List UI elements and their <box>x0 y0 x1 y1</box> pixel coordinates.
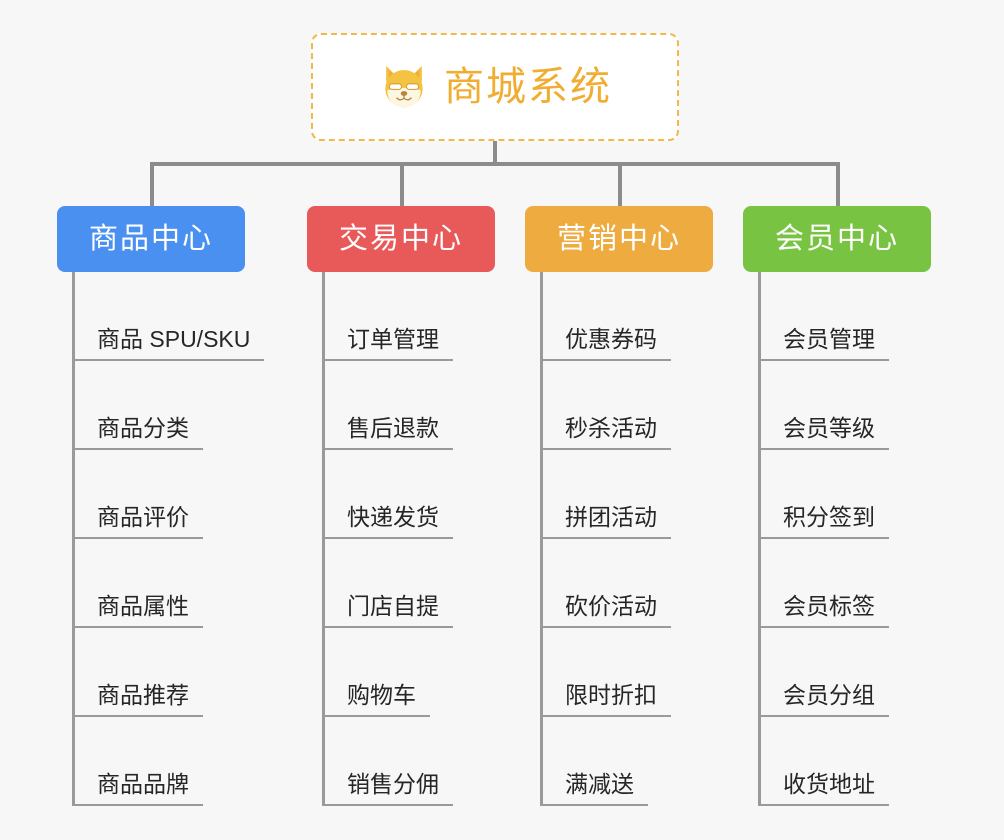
leaf-label: 快递发货 <box>325 504 453 539</box>
leaf-label: 商品评价 <box>75 504 203 539</box>
list-item[interactable]: 销售分佣 <box>325 717 495 806</box>
category-label: 商品中心 <box>88 222 213 255</box>
list-item[interactable]: 优惠券码 <box>543 272 713 361</box>
leaf-list-marketing-center: 优惠券码 秒杀活动 拼团活动 砍价活动 限时折扣 满减送 <box>540 272 713 806</box>
leaf-label: 会员管理 <box>761 326 889 361</box>
list-item[interactable]: 快递发货 <box>325 450 495 539</box>
leaf-label: 商品属性 <box>75 593 203 628</box>
leaf-label: 商品推荐 <box>75 682 203 717</box>
list-item[interactable]: 门店自提 <box>325 539 495 628</box>
leaf-label: 砍价活动 <box>543 593 671 628</box>
category-box-product-center[interactable]: 商品中心 <box>57 206 245 272</box>
leaf-label: 优惠券码 <box>543 326 671 361</box>
root-title: 商城系统 <box>444 65 612 109</box>
list-item[interactable]: 订单管理 <box>325 272 495 361</box>
connector-drop-marketing-center <box>618 162 622 208</box>
root-node: 商城系统 <box>311 33 679 141</box>
leaf-label: 商品品牌 <box>75 771 203 806</box>
leaf-label: 订单管理 <box>325 326 453 361</box>
list-item[interactable]: 商品属性 <box>75 539 245 628</box>
leaf-label: 满减送 <box>543 771 648 806</box>
connector-drop-product-center <box>150 162 154 208</box>
category-box-member-center[interactable]: 会员中心 <box>743 206 931 272</box>
list-item[interactable]: 砍价活动 <box>543 539 713 628</box>
leaf-list-product-center: 商品 SPU/SKU 商品分类 商品评价 商品属性 商品推荐 商品品牌 <box>72 272 265 806</box>
leaf-label: 商品分类 <box>75 415 203 450</box>
leaf-label: 购物车 <box>325 682 430 717</box>
leaf-label: 收货地址 <box>761 771 889 806</box>
list-item[interactable]: 会员分组 <box>761 628 931 717</box>
category-label: 营销中心 <box>556 222 681 255</box>
list-item[interactable]: 商品 SPU/SKU <box>75 272 265 361</box>
list-item[interactable]: 会员标签 <box>761 539 931 628</box>
column-trade-center: 交易中心 订单管理 售后退款 快递发货 门店自提 购物车 销售分佣 <box>307 206 495 806</box>
leaf-label: 会员标签 <box>761 593 889 628</box>
column-member-center: 会员中心 会员管理 会员等级 积分签到 会员标签 会员分组 收货地址 <box>743 206 931 806</box>
column-product-center: 商品中心 商品 SPU/SKU 商品分类 商品评价 商品属性 商品推荐 商品品牌 <box>57 206 265 806</box>
list-item[interactable]: 商品评价 <box>75 450 245 539</box>
leaf-label: 拼团活动 <box>543 504 671 539</box>
list-item[interactable]: 商品分类 <box>75 361 245 450</box>
list-item[interactable]: 商品推荐 <box>75 628 245 717</box>
shiba-dog-icon <box>378 61 430 113</box>
leaf-label: 会员等级 <box>761 415 889 450</box>
category-box-marketing-center[interactable]: 营销中心 <box>525 206 713 272</box>
leaf-label: 积分签到 <box>761 504 889 539</box>
list-item[interactable]: 拼团活动 <box>543 450 713 539</box>
connector-drop-member-center <box>836 162 840 208</box>
leaf-label: 售后退款 <box>325 415 453 450</box>
list-item[interactable]: 收货地址 <box>761 717 931 806</box>
list-item[interactable]: 会员管理 <box>761 272 931 361</box>
leaf-label: 门店自提 <box>325 593 453 628</box>
category-box-trade-center[interactable]: 交易中心 <box>307 206 495 272</box>
list-item[interactable]: 限时折扣 <box>543 628 713 717</box>
leaf-label: 秒杀活动 <box>543 415 671 450</box>
leaf-list-trade-center: 订单管理 售后退款 快递发货 门店自提 购物车 销售分佣 <box>322 272 495 806</box>
category-label: 会员中心 <box>774 222 899 255</box>
connector-horizontal-bus <box>150 162 840 166</box>
list-item[interactable]: 商品品牌 <box>75 717 245 806</box>
leaf-label: 销售分佣 <box>325 771 453 806</box>
list-item[interactable]: 满减送 <box>543 717 713 806</box>
column-marketing-center: 营销中心 优惠券码 秒杀活动 拼团活动 砍价活动 限时折扣 满减送 <box>525 206 713 806</box>
list-item[interactable]: 售后退款 <box>325 361 495 450</box>
leaf-label: 会员分组 <box>761 682 889 717</box>
leaf-label: 限时折扣 <box>543 682 671 717</box>
list-item[interactable]: 秒杀活动 <box>543 361 713 450</box>
category-label: 交易中心 <box>338 222 463 255</box>
list-item[interactable]: 积分签到 <box>761 450 931 539</box>
leaf-label: 商品 SPU/SKU <box>75 326 265 361</box>
connector-drop-trade-center <box>400 162 404 208</box>
connector-root-stub <box>493 141 497 165</box>
leaf-list-member-center: 会员管理 会员等级 积分签到 会员标签 会员分组 收货地址 <box>758 272 931 806</box>
list-item[interactable]: 会员等级 <box>761 361 931 450</box>
list-item[interactable]: 购物车 <box>325 628 495 717</box>
